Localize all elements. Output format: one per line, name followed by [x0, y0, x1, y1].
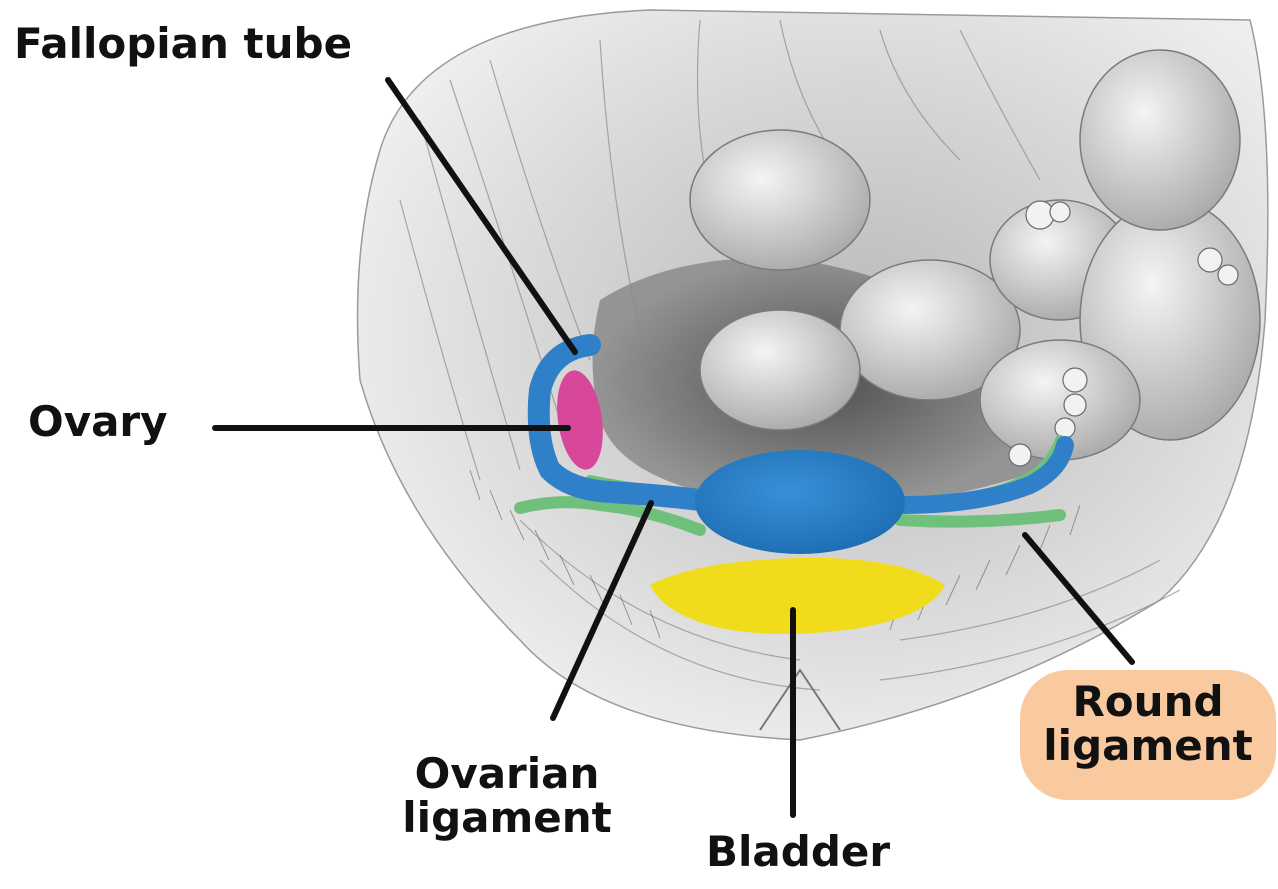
label-ovarian-ligament-line2: ligament — [388, 796, 626, 840]
label-ovarian-ligament: Ovarian ligament — [388, 752, 626, 840]
label-round-ligament-line2: ligament — [1020, 724, 1276, 768]
label-ovarian-ligament-line1: Ovarian — [388, 752, 626, 796]
round-ligament-right — [900, 515, 1060, 522]
label-bladder: Bladder — [706, 830, 890, 874]
label-ovary: Ovary — [28, 400, 168, 444]
label-fallopian-tube: Fallopian tube — [14, 22, 352, 66]
label-round-ligament-line1: Round — [1020, 680, 1276, 724]
uterus — [695, 450, 905, 554]
label-round-ligament: Round ligament — [1020, 680, 1276, 768]
